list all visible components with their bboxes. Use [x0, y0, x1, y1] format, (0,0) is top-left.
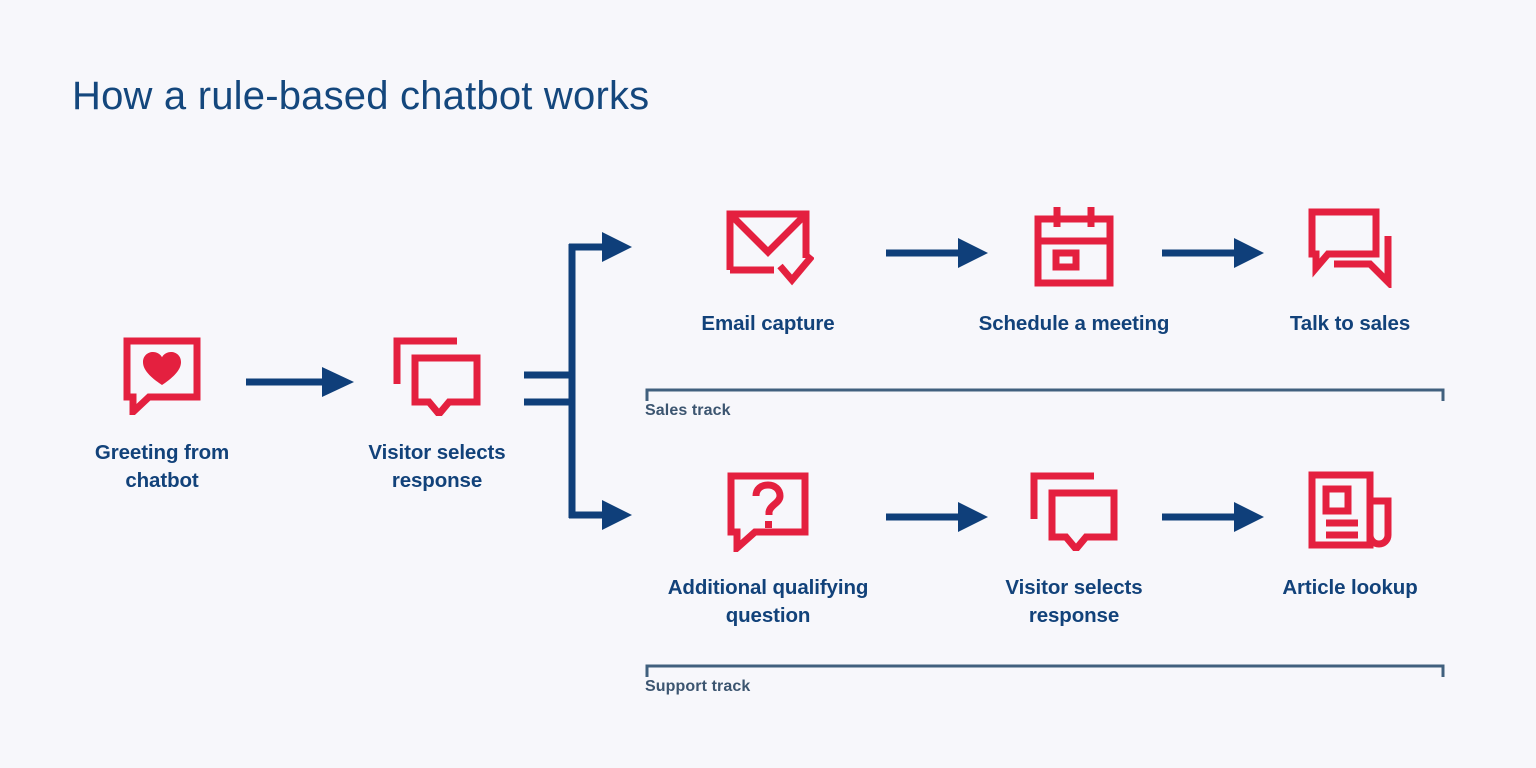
node-greeting-from-chatbot: Greeting from chatbot — [57, 325, 267, 496]
chat-bubble-heart-icon — [57, 325, 267, 425]
node-label: Additional qualifying question — [667, 576, 869, 628]
envelope-check-icon — [663, 196, 873, 296]
two-chat-bubbles-icon — [1245, 196, 1455, 296]
node-label: Talk to sales — [1289, 312, 1411, 335]
node-label: Visitor selects response — [368, 441, 506, 493]
bracket-sales-track — [645, 387, 1445, 408]
double-chat-bubble-icon — [969, 460, 1179, 560]
node-article-lookup: Article lookup — [1245, 460, 1455, 602]
chat-bubble-question-icon — [663, 460, 873, 560]
double-chat-bubble-icon — [332, 325, 542, 425]
node-schedule-a-meeting: Schedule a meeting — [969, 196, 1179, 338]
arrow-email-to-schedule — [886, 236, 990, 275]
node-email-capture: Email capture — [663, 196, 873, 338]
node-label: Email capture — [701, 312, 835, 335]
arrow-greeting-to-select — [246, 365, 356, 404]
node-talk-to-sales: Talk to sales — [1245, 196, 1455, 338]
node-additional-qualifying-question: Additional qualifying question — [663, 460, 873, 631]
arrow-visitor-selects-to-article-lookup — [1162, 500, 1266, 539]
node-label: Greeting from chatbot — [94, 441, 230, 493]
node-label: Article lookup — [1282, 576, 1418, 599]
branch-split-arrows-icon — [524, 230, 634, 535]
newspaper-icon — [1245, 460, 1455, 560]
bracket-support-track — [645, 663, 1445, 684]
arrow-schedule-to-talk — [1162, 236, 1266, 275]
node-visitor-selects-response: Visitor selects response — [332, 325, 542, 496]
arrow-question-to-visitor-selects — [886, 500, 990, 539]
bracket-label-support-track: Support track — [645, 678, 751, 695]
bracket-label-sales-track: Sales track — [645, 402, 731, 419]
node-label: Visitor selects response — [1005, 576, 1143, 628]
page-title: How a rule-based chatbot works — [72, 74, 650, 118]
calendar-icon — [969, 196, 1179, 296]
node-label: Schedule a meeting — [978, 312, 1170, 335]
node-visitor-selects-response-support: Visitor selects response — [969, 460, 1179, 631]
